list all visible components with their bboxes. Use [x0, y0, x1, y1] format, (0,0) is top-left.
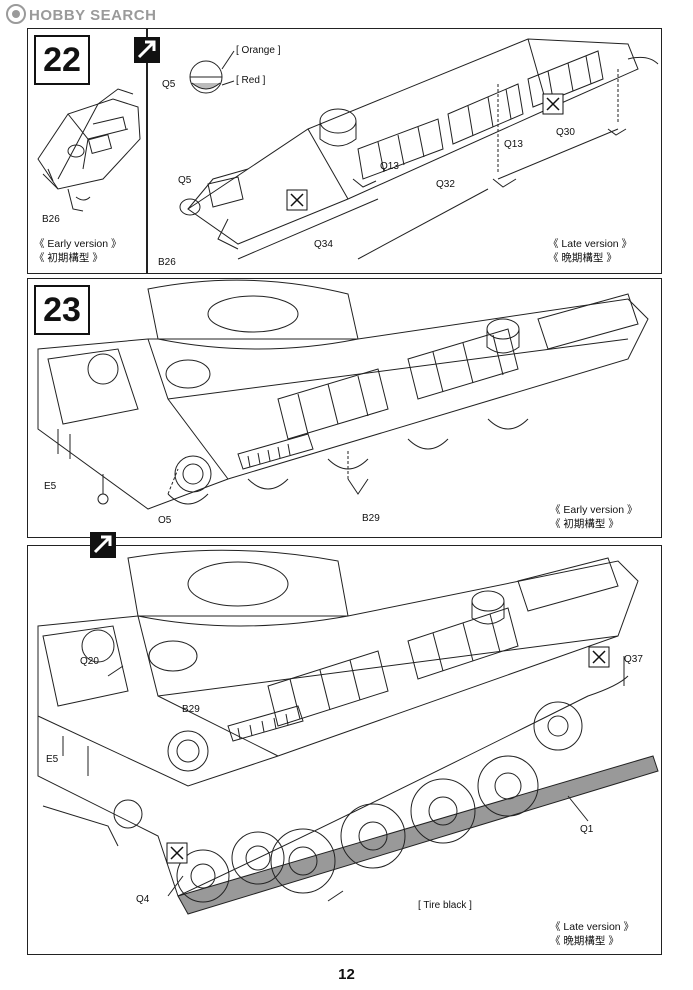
step22-late-panel: [ Orange ] [ Red ] Q5 Q5 B26 Q13 Q13 Q30… [134, 28, 662, 274]
part-label-q5-top: Q5 [162, 79, 176, 90]
no-glue-icon-q37 [588, 646, 610, 668]
no-glue-icon-q34 [286, 189, 308, 211]
part-label-q13-a: Q13 [380, 161, 399, 172]
step-arrow-icon-late [90, 532, 116, 558]
part-label-q32: Q32 [436, 179, 455, 190]
late-version-label-23: 《 Late version 》 [550, 921, 635, 933]
hobby-search-logo-icon [6, 4, 26, 24]
step23-late-drawing [37, 549, 659, 915]
part-label-q13-b: Q13 [504, 139, 523, 150]
late-version-label-jp: 《 晩期構型 》 [548, 252, 617, 264]
early-version-label-23: 《 Early version 》 [550, 504, 638, 516]
watermark: HOBBY SEARCH [6, 4, 156, 24]
late-version-caption-23: 《 Late version 》 《 晩期構型 》 [550, 920, 634, 948]
step-arrow-icon [134, 37, 160, 63]
step23-late-panel: Q20 B29 E5 Q37 Q1 Q4 [ Tire black ] 《 La… [27, 532, 662, 955]
early-version-label: 《 Early version 》 [34, 238, 122, 250]
part-label-q4: Q4 [136, 894, 150, 905]
part-label-q34: Q34 [314, 239, 333, 250]
early-version-caption-23: 《 Early version 》 《 初期構型 》 [550, 503, 638, 531]
late-version-label-jp-23: 《 晩期構型 》 [550, 935, 619, 947]
step22-early-panel: 22 B26 《 Early version 》 《 初期構型 》 [27, 28, 147, 274]
step-number-23: 23 [34, 285, 90, 335]
color-callout-red: [ Red ] [236, 75, 266, 86]
step23-early-panel: 23 E5 O5 B29 《 Early version 》 《 初期構型 》 [27, 278, 662, 538]
part-label-q37: Q37 [624, 654, 643, 665]
step-number-22: 22 [34, 35, 90, 85]
no-glue-icon-q4 [166, 842, 188, 864]
early-version-label-jp-23: 《 初期構型 》 [550, 518, 619, 530]
color-callout-orange: [ Orange ] [236, 45, 281, 56]
late-version-caption-22: 《 Late version 》 《 晩期構型 》 [548, 237, 632, 265]
part-label-o5: O5 [158, 515, 172, 526]
part-label-q30: Q30 [556, 127, 575, 138]
part-label-b26-early: B26 [42, 214, 60, 225]
part-label-q1: Q1 [580, 824, 594, 835]
tire-black-callout: [ Tire black ] [418, 900, 472, 911]
page-number: 12 [338, 966, 355, 983]
step22-early-drawing [37, 88, 141, 212]
no-glue-icon-q30 [542, 93, 564, 115]
part-label-b26: B26 [158, 257, 176, 268]
part-label-e5: E5 [44, 481, 57, 492]
late-version-label: 《 Late version 》 [548, 238, 633, 250]
step23-early-drawing [37, 279, 649, 510]
part-label-e5-late: E5 [46, 754, 59, 765]
early-version-label-jp: 《 初期構型 》 [34, 252, 103, 264]
part-label-b29: B29 [362, 513, 380, 524]
step22-late-drawing [179, 38, 659, 260]
part-label-q5: Q5 [178, 175, 192, 186]
part-label-q20: Q20 [80, 656, 99, 667]
part-label-b29-late: B29 [182, 704, 200, 715]
early-version-caption-22: 《 Early version 》 《 初期構型 》 [34, 237, 122, 265]
